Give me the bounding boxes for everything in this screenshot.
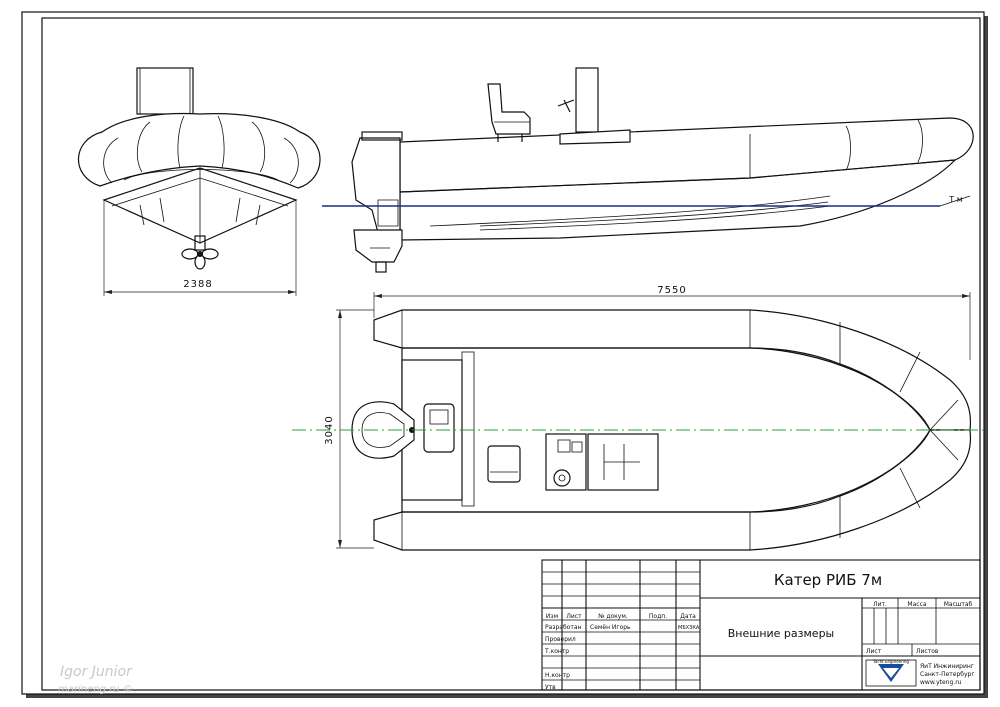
watermark-name: Igor Junior [60,664,133,680]
product-name: Катер РИБ 7м [774,571,882,589]
row-role-developer: Разработан [545,624,582,631]
col-header-izm: Изм [546,613,558,620]
company-line1: ЯиТ Инжиниринг [920,663,974,670]
dimension-width-top: 3040 [324,415,335,444]
inner-frame [41,17,981,691]
front-view [77,67,321,296]
col-header-doc: № докум. [598,613,628,620]
row-sign-developer: МБХЗКА [678,625,700,631]
col-header-list: Лист [566,613,582,620]
company-line2: Санкт-Петербург [920,671,974,678]
logo-caption: Yacht Engineering [872,659,909,664]
row-role-ncontrol: Н.контр [545,672,570,679]
document-name: Внешние размеры [728,627,834,640]
title-block [541,559,981,691]
right-header-lit: Лит. [873,601,887,608]
side-view [322,67,974,273]
sheets-label: Листов [916,648,939,655]
col-header-sign: Подп. [649,613,667,620]
waterline-label: Т м [948,195,962,204]
dimension-length-top: 7550 [657,285,686,296]
dimension-width-front: 2388 [183,279,212,290]
row-role-approved: Утв [545,684,556,691]
right-header-mass: Масса [907,601,926,608]
row-name-developer: Семён Игорь [590,624,631,631]
right-header-scale: Масштаб [944,601,973,608]
col-header-date: Дата [680,613,696,620]
row-role-checked: Проверил [545,636,576,643]
company-line3: www.yteng.ru [920,679,962,686]
row-role-tcontrol: Т.контр [544,648,569,655]
sheet-label: Лист [866,648,882,655]
watermark-site: marineng.ru © [58,684,133,695]
